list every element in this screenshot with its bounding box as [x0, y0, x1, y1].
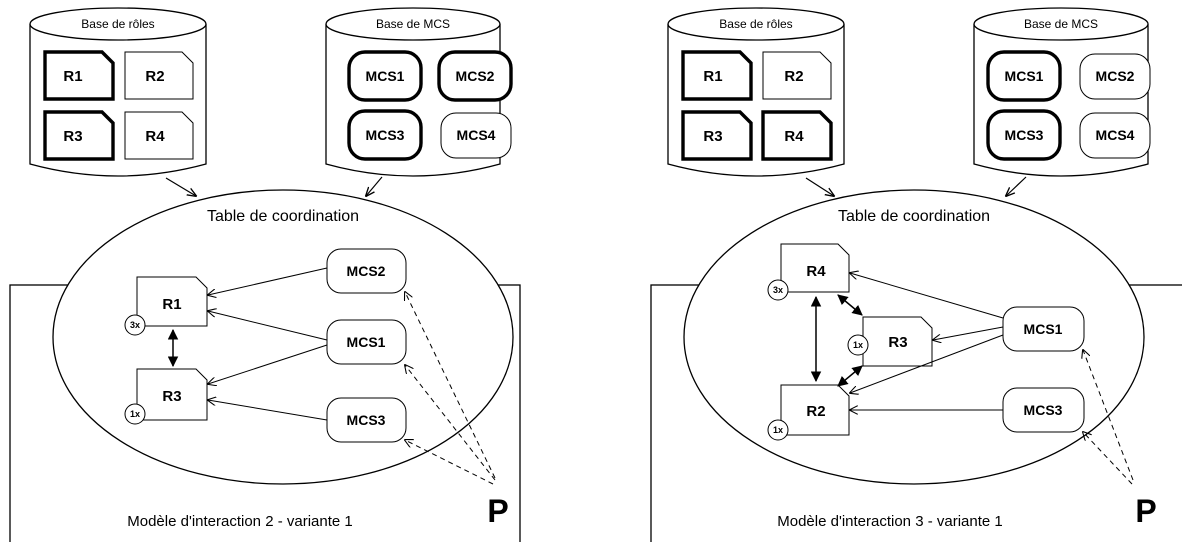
model-mcs: MCS3 — [326, 397, 407, 443]
role-card: R3 — [43, 110, 115, 161]
model-caption: Modèle d'interaction 2 - variante 1 — [127, 513, 353, 530]
mcs-item: MCS2 — [1079, 53, 1151, 100]
role-database: Base de rôles R1 R2 R3 R4 — [29, 7, 207, 177]
role-card-label: R1 — [703, 68, 722, 85]
coordination-table-label: Table de coordination — [207, 208, 359, 225]
mcs-database: Base de MCS MCS1 MCS2 MCS3 MCS4 — [973, 7, 1151, 177]
role-database: Base de rôles R1 R2 R3 R4 — [667, 7, 845, 177]
role-card-label: R1 — [63, 68, 82, 85]
mcs-role-link — [208, 267, 328, 295]
model-role-label: R4 — [806, 263, 826, 280]
model-role-label: R3 — [162, 388, 181, 405]
mcs-database-label: Base de MCS — [1024, 17, 1098, 31]
mcs-role-link — [850, 334, 1004, 393]
model-role: R1 3x — [124, 276, 208, 336]
mcs-item: MCS3 — [986, 109, 1062, 161]
model-role: R3 1x — [847, 316, 933, 367]
mcs-db-feed-arrow — [366, 176, 383, 196]
role-database-label: Base de rôles — [81, 17, 154, 31]
role-card-label: R4 — [145, 128, 165, 145]
multiplicity-badge — [847, 334, 869, 356]
model-caption: Modèle d'interaction 3 - variante 1 — [777, 513, 1003, 530]
role-card-label: R2 — [145, 68, 164, 85]
model-role: R3 1x — [124, 368, 208, 425]
role-card-label: R3 — [703, 128, 722, 145]
role-card: R3 — [681, 110, 753, 161]
p-link — [405, 365, 496, 481]
mcs-item-label: MCS4 — [1096, 127, 1135, 143]
coordination-table-label: Table de coordination — [838, 208, 990, 225]
mcs-db-feed-arrow — [1006, 176, 1027, 196]
mcs-item: MCS4 — [1079, 112, 1151, 159]
model-mcs: MCS3 — [1002, 387, 1085, 433]
role-card-label: R4 — [784, 128, 804, 145]
model-role: R2 1x — [767, 384, 850, 441]
multiplicity-badge — [767, 419, 789, 441]
multiplicity-badge — [767, 279, 789, 301]
mcs-role-link — [208, 344, 328, 384]
role-card: R4 — [761, 110, 833, 161]
coordination-table — [52, 189, 514, 485]
multiplicity-label: 3x — [773, 285, 783, 295]
mcs-item-label: MCS4 — [457, 127, 496, 143]
p-link — [405, 292, 496, 479]
model-role-label: R2 — [806, 403, 825, 420]
mcs-item-label: MCS2 — [1096, 68, 1135, 84]
mcs-item: MCS3 — [347, 109, 423, 161]
mcs-item-label: MCS3 — [1005, 127, 1044, 143]
role-card: R2 — [124, 51, 194, 100]
model-mcs-label: MCS2 — [347, 263, 386, 279]
role-card-label: R3 — [63, 128, 82, 145]
mcs-role-link — [208, 311, 328, 341]
panel-model-2: Base de rôles R1 R2 R3 R4 Base de MCS — [9, 7, 521, 542]
mcs-item: MCS4 — [440, 112, 512, 159]
mcs-item: MCS1 — [347, 50, 423, 102]
mcs-role-link — [933, 326, 1004, 340]
role-interaction-link — [837, 294, 863, 316]
role-card: R4 — [124, 111, 194, 160]
model-role-label: R3 — [888, 334, 907, 351]
multiplicity-label: 1x — [853, 340, 863, 350]
model-mcs: MCS1 — [1002, 306, 1085, 352]
p-link — [405, 440, 494, 485]
mcs-item: MCS2 — [437, 50, 513, 102]
panel-model-3: Base de rôles R1 R2 R3 R4 Base de MCS — [650, 7, 1182, 542]
mcs-item-label: MCS1 — [366, 68, 405, 84]
role-db-feed-arrow — [165, 177, 196, 196]
mcs-role-link — [208, 400, 328, 421]
role-card-label: R2 — [784, 68, 803, 85]
p-link — [1083, 432, 1133, 485]
role-card: R1 — [43, 50, 115, 101]
role-db-feed-arrow — [805, 177, 834, 196]
multiplicity-label: 1x — [130, 409, 140, 419]
mcs-item-label: MCS2 — [456, 68, 495, 84]
mcs-item-label: MCS1 — [1005, 68, 1044, 84]
role-card: R2 — [762, 51, 832, 100]
p-label: P — [1135, 493, 1156, 529]
model-role: R4 3x — [767, 243, 850, 301]
mcs-item-label: MCS3 — [366, 127, 405, 143]
mcs-database: Base de MCS MCS1 MCS2 MCS3 MCS4 — [325, 7, 513, 177]
multiplicity-label: 3x — [130, 320, 140, 330]
model-mcs-label: MCS1 — [347, 334, 386, 350]
model-role-label: R1 — [162, 296, 181, 313]
model-mcs: MCS2 — [326, 248, 407, 294]
multiplicity-label: 1x — [773, 425, 783, 435]
mcs-role-link — [850, 273, 1004, 319]
model-mcs-label: MCS3 — [1024, 402, 1063, 418]
mcs-item: MCS1 — [986, 50, 1062, 102]
model-mcs-label: MCS3 — [347, 412, 386, 428]
role-database-label: Base de rôles — [719, 17, 792, 31]
role-card: R1 — [681, 50, 753, 101]
model-mcs: MCS1 — [326, 319, 407, 365]
multiplicity-badge — [124, 314, 146, 336]
role-interaction-link — [837, 365, 863, 387]
mcs-database-label: Base de MCS — [376, 17, 450, 31]
model-mcs-label: MCS1 — [1024, 321, 1063, 337]
p-label: P — [487, 493, 508, 529]
multiplicity-badge — [124, 403, 146, 425]
